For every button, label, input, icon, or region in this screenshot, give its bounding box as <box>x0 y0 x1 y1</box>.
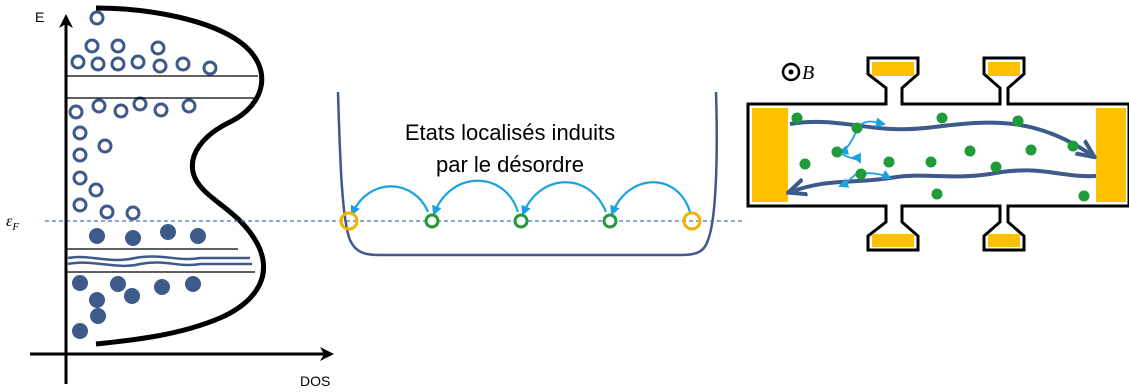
level-lines <box>66 75 258 273</box>
edge-states <box>339 211 702 231</box>
empty-states <box>68 10 218 221</box>
hall-bar-panel: B <box>746 56 1129 252</box>
field-label: B <box>802 62 814 84</box>
potential-well <box>336 91 718 257</box>
field-symbol-dot <box>788 69 794 75</box>
extended-states-band <box>67 255 252 268</box>
localized-states <box>424 213 618 229</box>
filled-electrons <box>72 224 206 339</box>
hall-bar-outline <box>746 56 1129 252</box>
well-panel: Etats localisés induits par le désordre <box>336 91 718 257</box>
caption-line-1: Etats localisés induits <box>405 120 615 145</box>
caption-line-2: par le désordre <box>436 152 584 177</box>
dos-curve <box>95 5 266 347</box>
fermi-label: εF <box>6 213 19 233</box>
hop-arrows <box>350 179 692 216</box>
impurities <box>791 112 1090 202</box>
upper-edge-channel <box>789 119 1093 156</box>
contacts <box>752 62 1126 247</box>
dos-panel: E DOS εF <box>6 5 742 389</box>
dos-axis-label: DOS <box>300 373 330 389</box>
field-symbol-circle <box>781 62 801 82</box>
energy-axis-label: E <box>35 9 44 25</box>
